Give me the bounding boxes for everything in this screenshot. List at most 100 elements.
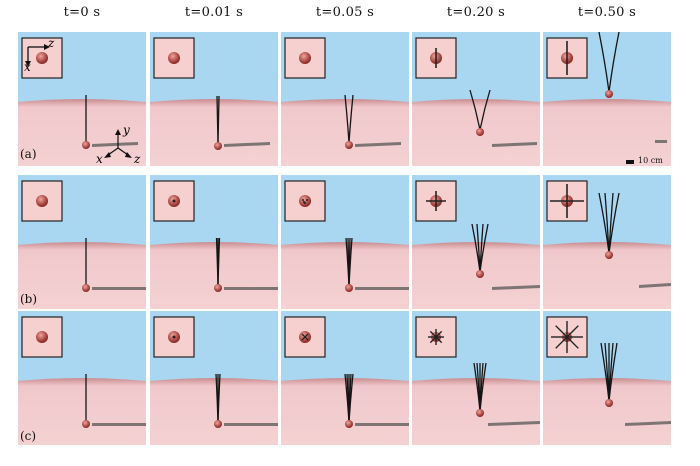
- panel-r0-c1: [150, 32, 278, 166]
- strand: [598, 32, 610, 93]
- inset-view: [284, 180, 326, 222]
- inset-axis-z-label: z: [48, 36, 55, 50]
- ball: [605, 251, 613, 259]
- ball: [345, 141, 353, 149]
- shadow: [224, 287, 278, 290]
- panel-r1-c4: [543, 175, 671, 309]
- strand: [217, 237, 221, 287]
- panel-scene: [150, 175, 278, 309]
- panel-scene: [18, 32, 146, 166]
- panel-scene: [412, 311, 540, 445]
- panel-r0-c3: [412, 32, 540, 166]
- inset-view: [21, 37, 63, 79]
- time-label-4: t=0.50 s: [577, 5, 637, 20]
- panel-r0-c0: [18, 32, 146, 166]
- panel-scene: [543, 32, 671, 166]
- panel-scene: [18, 175, 146, 309]
- panel-r0-c4: [543, 32, 671, 166]
- shadow: [224, 142, 270, 147]
- panel-scene: [543, 311, 671, 445]
- shadow: [492, 142, 537, 147]
- ground-plane: [543, 378, 671, 445]
- strand: [608, 192, 620, 254]
- ball: [214, 142, 222, 150]
- shadow: [639, 283, 671, 288]
- ball: [345, 284, 353, 292]
- ground-plane: [281, 378, 409, 445]
- ground-plane: [18, 242, 146, 309]
- axis-triad: y x z: [96, 123, 144, 168]
- ground-plane: [412, 378, 540, 445]
- ball: [82, 420, 90, 428]
- strand: [348, 94, 354, 144]
- strand: [608, 32, 620, 93]
- ball: [476, 128, 484, 136]
- time-label-1: t=0.01 s: [184, 5, 244, 20]
- panel-r2-c1: [150, 311, 278, 445]
- panel-scene: [412, 175, 540, 309]
- ground-plane: [281, 242, 409, 309]
- ground-plane: [150, 242, 278, 309]
- ball: [605, 399, 613, 407]
- inset-view: [415, 37, 457, 79]
- inset-axis-arrows: [25, 44, 50, 67]
- panel-r1-c2: [281, 175, 409, 309]
- strand: [608, 342, 618, 402]
- inset-view: [153, 37, 195, 79]
- panel-r2-c4: [543, 311, 671, 445]
- scale-bar-line: [626, 160, 634, 164]
- ground-plane: [281, 99, 409, 166]
- inset-axis-x-label: x: [24, 60, 31, 74]
- inset-view: [21, 316, 63, 358]
- panel-scene: [18, 311, 146, 445]
- panel-scene: [543, 175, 671, 309]
- panel-scene: [281, 32, 409, 166]
- inset-view: [284, 316, 326, 358]
- shadow: [92, 142, 138, 147]
- shadow: [492, 285, 540, 290]
- ground-plane: [150, 378, 278, 445]
- axis-triad-arrows: [104, 129, 132, 158]
- ground-plane: [543, 99, 671, 166]
- ground-plane: [150, 99, 278, 166]
- ground-plane: [412, 242, 540, 309]
- strand: [469, 89, 481, 131]
- strand: [217, 373, 221, 423]
- panel-scene: [281, 175, 409, 309]
- ball: [214, 420, 222, 428]
- inset-view: [546, 316, 588, 358]
- axis-y-label: y: [123, 123, 130, 137]
- strand: [479, 362, 487, 412]
- ball: [82, 284, 90, 292]
- panel-scene: [150, 311, 278, 445]
- panel-r1-c1: [150, 175, 278, 309]
- shadow: [625, 421, 671, 426]
- inset-axis-glyph: z x: [20, 36, 60, 77]
- panel-scene: [281, 311, 409, 445]
- panel-r2-c3: [412, 311, 540, 445]
- ball: [605, 90, 613, 98]
- time-label-2: t=0.05 s: [315, 5, 375, 20]
- ground-plane: [543, 242, 671, 309]
- shadow: [355, 423, 409, 426]
- strand: [217, 95, 220, 145]
- panel-r1-c0: [18, 175, 146, 309]
- ground-plane: [412, 99, 540, 166]
- panel-r2-c2: [281, 311, 409, 445]
- panel-r1-c3: [412, 175, 540, 309]
- time-label-3: t=0.20 s: [446, 5, 506, 20]
- scale-bar-label: 10 cm: [638, 156, 663, 165]
- inset-view: [153, 180, 195, 222]
- panel-r0-c2: [281, 32, 409, 166]
- ground-plane: [18, 378, 146, 445]
- shadow: [355, 142, 401, 147]
- time-label-0: t=0 s: [63, 5, 101, 20]
- axis-x-label: x: [96, 152, 103, 166]
- inset-view: [284, 37, 326, 79]
- scale-bar: 10 cm: [626, 156, 676, 168]
- shadow: [92, 423, 146, 426]
- row-label-c: (c): [20, 429, 37, 443]
- panel-scene: [412, 32, 540, 166]
- ball: [476, 270, 484, 278]
- axis-z-label: z: [134, 152, 141, 166]
